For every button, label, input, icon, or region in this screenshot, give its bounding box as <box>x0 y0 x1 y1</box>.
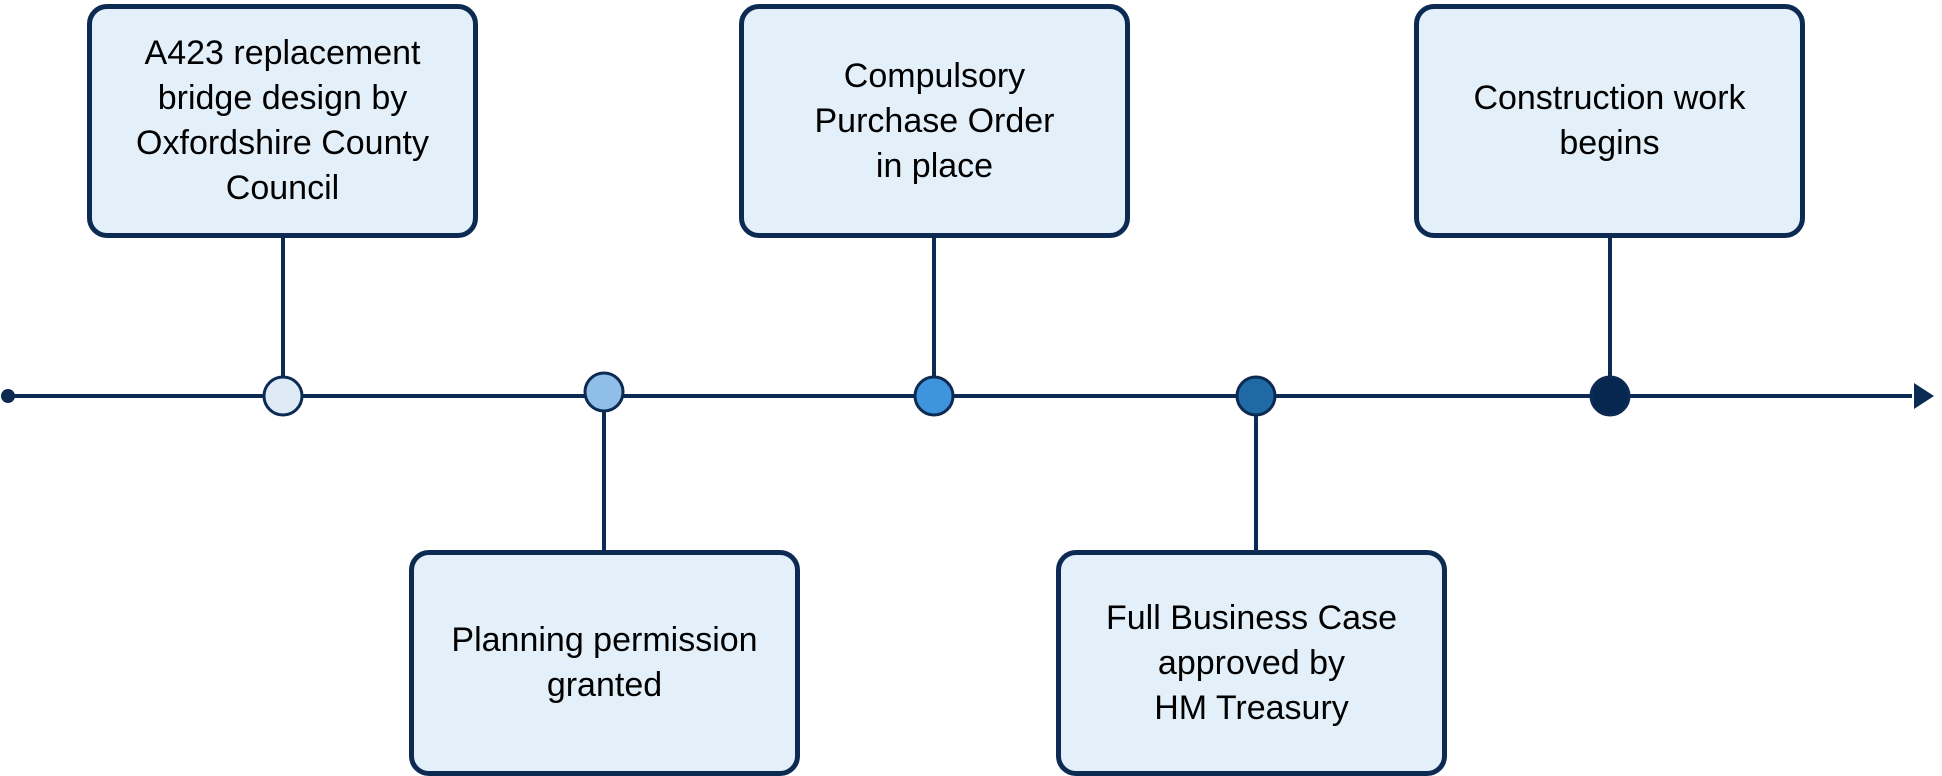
timeline-arrow-head <box>1914 383 1934 409</box>
milestone-label: Planning permission granted <box>451 621 758 704</box>
milestone-marker-1 <box>262 375 304 417</box>
milestone-label: Compulsory Purchase Order in place <box>814 56 1055 185</box>
milestone-label: Construction work begins <box>1473 79 1746 162</box>
milestone-box-2: Planning permission granted <box>409 550 800 776</box>
milestone-marker-4 <box>1235 375 1277 417</box>
milestone-box-5: Construction work begins <box>1414 4 1805 238</box>
milestone-marker-3 <box>913 375 955 417</box>
milestone-box-1: A423 replacement bridge design by Oxford… <box>87 4 478 238</box>
timeline-start-dot <box>1 389 15 403</box>
milestone-label: Full Business Case approved by HM Treasu… <box>1105 598 1397 727</box>
milestone-box-4: Full Business Case approved by HM Treasu… <box>1056 550 1447 776</box>
milestone-label: A423 replacement bridge design by Oxford… <box>136 34 429 207</box>
milestone-box-3: Compulsory Purchase Order in place <box>739 4 1130 238</box>
milestone-marker-5 <box>1589 375 1631 417</box>
milestone-marker-2 <box>583 371 625 413</box>
